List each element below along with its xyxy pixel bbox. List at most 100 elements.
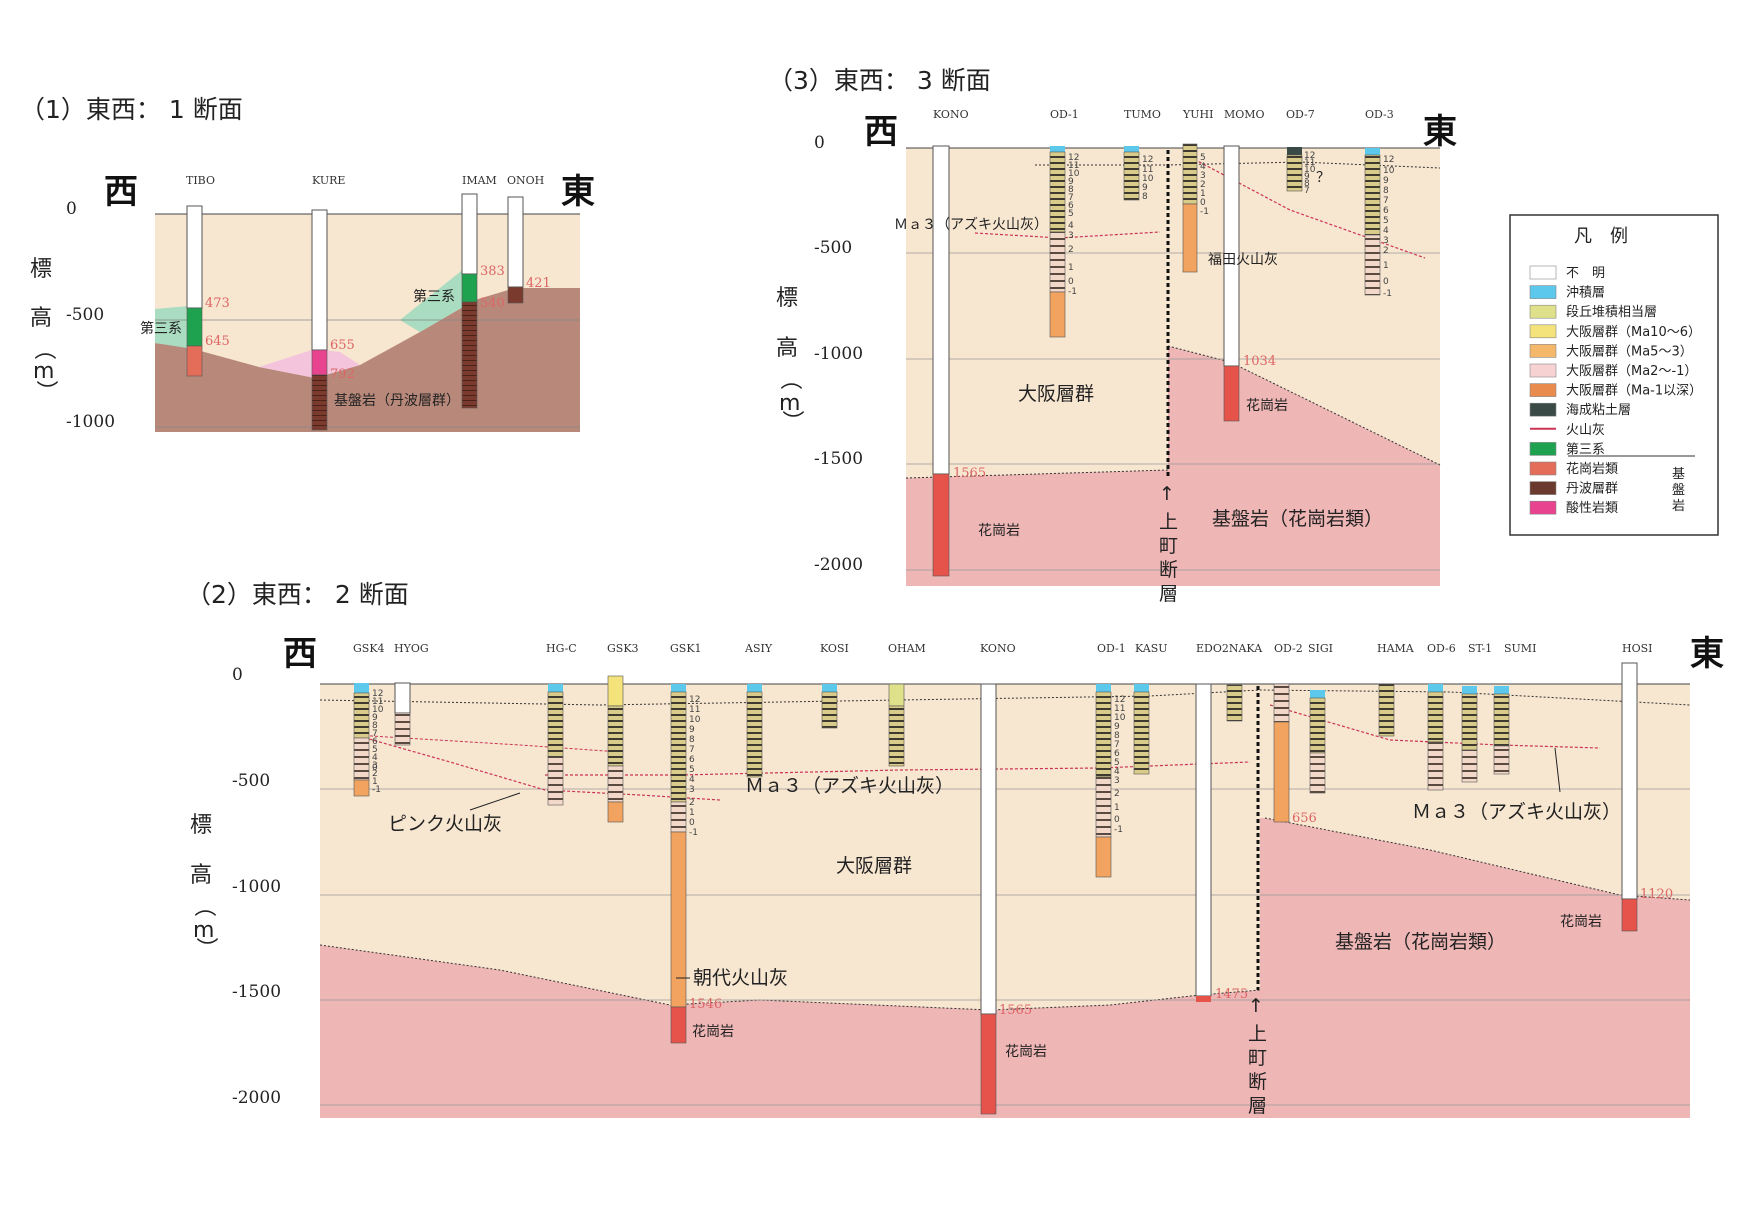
svg-text:m: m <box>779 391 800 416</box>
svg-text:12: 12 <box>689 695 700 705</box>
section-2-od1-layer-numbers: 12 11 10 9 8 7 6 5 4 3 2 1 0 -1 <box>1114 695 1126 835</box>
svg-text:-1: -1 <box>1114 825 1123 835</box>
svg-text:4: 4 <box>1200 162 1206 172</box>
borehole-label: OD-2 <box>1274 642 1303 655</box>
borehole-label: HYOG <box>394 642 429 655</box>
section-2-borehole-kasu: KASU <box>1133 642 1168 775</box>
section-1-depth-645: 645 <box>205 334 230 349</box>
legend-item: 大阪層群（Ma2～-1） <box>1529 363 1697 379</box>
legend-label: 大阪層群（Ma5～3） <box>1566 344 1693 359</box>
section-2-borehole-kono: KONO <box>980 642 1016 1115</box>
section-3-borehole-yuhi: YUHI <box>1182 108 1213 273</box>
svg-text:↑: ↑ <box>1248 995 1264 1017</box>
section-3-yuhi-layer-numbers: 5 4 3 2 1 0 -1 <box>1200 153 1209 217</box>
section-3-od7-layer-numbers: 12 11 10 9 8 7 <box>1304 151 1316 196</box>
svg-text:町: 町 <box>1159 535 1178 557</box>
legend-item: 大阪層群（Ma5～3） <box>1529 344 1693 359</box>
section-2-asayo-tephra-label: 朝代火山灰 <box>693 967 788 989</box>
svg-text:標: 標 <box>776 286 798 311</box>
borehole-label: HG-C <box>546 642 577 655</box>
section-2-depth-1475: 1475 <box>1215 987 1248 1002</box>
legend-swatch <box>1529 304 1557 319</box>
section-2-west-label: 西 <box>283 634 317 674</box>
svg-text:5: 5 <box>1068 209 1074 219</box>
svg-text:-1: -1 <box>1383 289 1392 299</box>
svg-text:3: 3 <box>372 761 378 771</box>
legend-swatch <box>1529 461 1557 476</box>
svg-text:層: 層 <box>1159 583 1178 605</box>
section-3-granite-label-2: 花崗岩 <box>1246 398 1288 414</box>
legend-label: 不 明 <box>1566 266 1605 281</box>
borehole-label: SUMI <box>1504 642 1536 655</box>
legend-title: 凡 例 <box>1574 226 1628 247</box>
svg-text:↑: ↑ <box>1159 483 1175 505</box>
section-3-axis-label: 標 高 （ m ） <box>776 286 804 432</box>
section-1-depth-655: 655 <box>330 338 355 353</box>
section-1-east-label: 東 <box>561 172 595 212</box>
section-3-osaka-label: 大阪層群 <box>1018 383 1094 405</box>
section-3-basement-west <box>906 470 1168 586</box>
svg-text:（: （ <box>31 338 56 360</box>
legend-item: 大阪層群（Ma-1以深） <box>1529 383 1702 399</box>
svg-text:6: 6 <box>1068 201 1074 211</box>
legend-label: 沖積層 <box>1566 286 1605 301</box>
borehole-label: OHAM <box>888 642 926 655</box>
svg-text:6: 6 <box>1383 206 1389 216</box>
section-3-depth-1034: 1034 <box>1243 354 1276 369</box>
borehole-label: SIGI <box>1308 642 1333 655</box>
svg-text:8: 8 <box>1114 731 1120 741</box>
section-2-basement-label: 基盤岩（花崗岩類） <box>1335 931 1506 953</box>
section-1-depth-421: 421 <box>526 276 551 291</box>
svg-text:-1: -1 <box>1200 207 1209 217</box>
svg-text:標: 標 <box>30 257 52 282</box>
svg-text:3: 3 <box>1200 171 1206 181</box>
svg-text:2: 2 <box>689 798 695 808</box>
legend-swatch <box>1529 344 1557 358</box>
svg-text:3: 3 <box>1114 776 1120 786</box>
borehole-label: GSK4 <box>353 642 385 655</box>
svg-text:断: 断 <box>1159 559 1178 581</box>
svg-text:1: 1 <box>689 808 695 818</box>
section-1-borehole-tibo: TIBO <box>186 174 215 377</box>
section-3-borehole-od3: OD-3 <box>1364 108 1394 296</box>
svg-text:4: 4 <box>1068 221 1074 231</box>
legend-item: 段丘堆積相当層 <box>1529 304 1657 320</box>
section-2-depth-1120: 1120 <box>1640 887 1673 902</box>
section-2-borehole-sigi: SIGI <box>1308 642 1333 794</box>
svg-text:1: 1 <box>1383 261 1389 271</box>
borehole-label: HAMA <box>1377 642 1415 655</box>
svg-text:0: 0 <box>372 763 378 773</box>
section-2-borehole-kosi: KOSI <box>820 642 849 729</box>
svg-text:-1: -1 <box>689 828 698 838</box>
section-2-borehole-st1: ST-1 <box>1461 642 1492 783</box>
svg-text:2: 2 <box>1200 180 1206 190</box>
svg-text:1: 1 <box>1200 189 1206 199</box>
svg-text:6: 6 <box>372 737 378 747</box>
borehole-label: OD-1 <box>1097 642 1126 655</box>
borehole-label: OD-1 <box>1050 108 1079 121</box>
section-3-borehole-od1: OD-1 <box>1049 108 1079 338</box>
section-3-borehole-momo: MOMO <box>1223 108 1265 422</box>
legend-swatch <box>1529 265 1557 280</box>
section-1-depth-540: 540 <box>480 296 505 311</box>
svg-text:-1: -1 <box>1068 287 1077 297</box>
svg-text:5: 5 <box>689 765 695 775</box>
section-1-acidic-zone <box>259 349 360 378</box>
legend-item: 第三系 <box>1529 442 1605 457</box>
svg-text:3: 3 <box>1383 236 1389 246</box>
section-2-depth-1565: 1565 <box>999 1003 1032 1018</box>
legend-item: 海成粘土層 <box>1529 402 1631 418</box>
svg-text:0: 0 <box>1200 198 1206 208</box>
svg-text:11: 11 <box>1114 704 1125 714</box>
section-2-osaka-label: 大阪層群 <box>836 855 912 877</box>
svg-text:0: 0 <box>1383 277 1389 287</box>
svg-text:1: 1 <box>1114 803 1120 813</box>
svg-text:5: 5 <box>1383 216 1389 226</box>
section-2-borehole-gsk3: GSK3 <box>607 642 639 823</box>
svg-text:10: 10 <box>372 705 384 715</box>
legend-swatch <box>1529 285 1557 299</box>
borehole-label: HOSI <box>1622 642 1653 655</box>
svg-text:7: 7 <box>1114 740 1120 750</box>
svg-text:8: 8 <box>1068 185 1074 195</box>
